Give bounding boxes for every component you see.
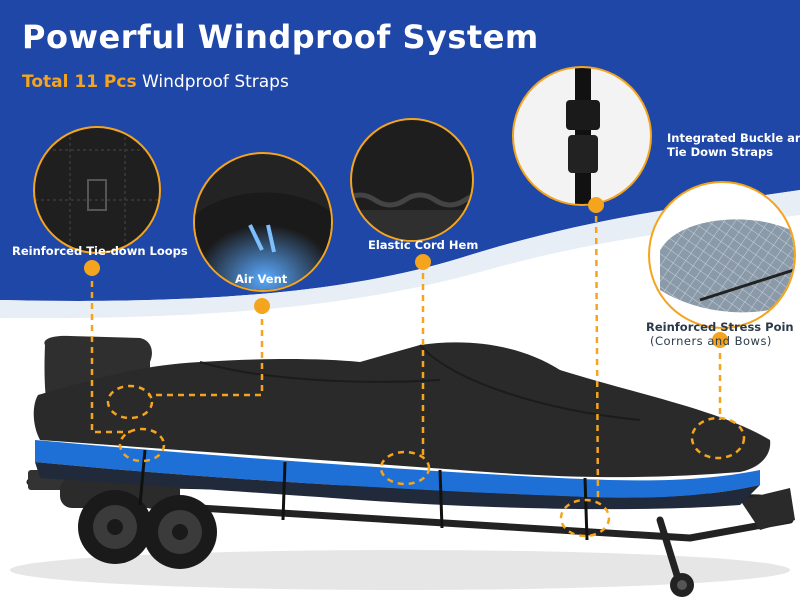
callout-dot xyxy=(84,197,728,348)
boat-hull-lower xyxy=(35,462,760,510)
closeup-stress-point xyxy=(648,181,796,329)
closeup-tie-down-loop xyxy=(33,126,161,254)
header-wave-highlight xyxy=(0,190,800,319)
feature-label-air-vent: Air Vent xyxy=(235,272,288,286)
cover-fold xyxy=(199,361,441,383)
boat-hull-stripe xyxy=(35,440,760,498)
feature-label-tie-down-loops: Reinforced Tie-down Loops xyxy=(12,244,188,258)
callout-leader-lines xyxy=(90,204,722,501)
jack-wheel xyxy=(670,573,694,597)
feature-label-elastic-hem: Elastic Cord Hem xyxy=(368,238,479,252)
ground-shadow xyxy=(10,550,790,590)
subtitle-highlight: Total 11 Pcs xyxy=(22,72,137,92)
feature-label-buckle-line1: Integrated Buckle ar xyxy=(667,131,800,145)
callout-target-ring xyxy=(106,384,746,538)
boat-cover xyxy=(33,342,771,478)
trailer-wheel xyxy=(143,495,217,569)
subtitle-rest: Windproof Straps xyxy=(142,72,289,92)
page-title: Powerful Windproof System xyxy=(22,18,539,56)
closeup-buckle-strap xyxy=(512,66,652,206)
closeup-elastic-hem xyxy=(350,118,474,242)
feature-label-stress-point: Reinforced Stress Poin xyxy=(646,320,794,334)
trailer-hitch xyxy=(740,488,795,530)
cover-fold xyxy=(419,344,641,421)
feature-label-buckle-line2: Tie Down Straps xyxy=(667,145,774,159)
closeup-air-vent xyxy=(193,152,333,292)
tie-down-strap xyxy=(138,449,589,541)
subtitle: Total 11 Pcs Windproof Straps xyxy=(22,72,289,92)
feature-sublabel-stress-point: (Corners and Bows) xyxy=(650,334,772,348)
trailer-wheel xyxy=(78,490,152,564)
